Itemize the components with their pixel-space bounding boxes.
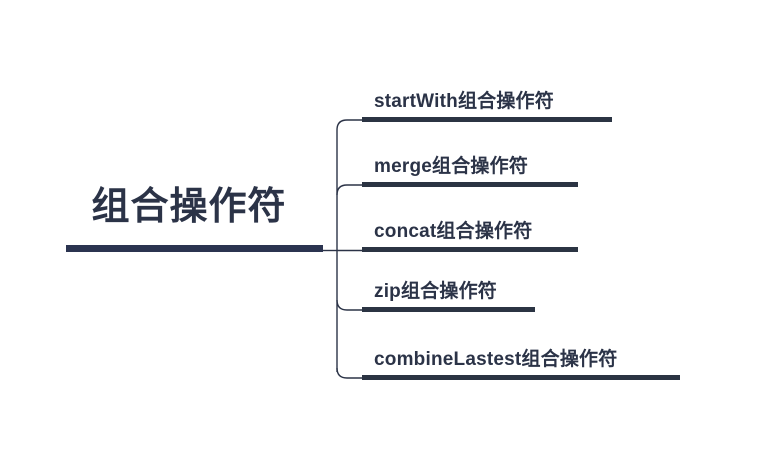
root-node[interactable]: 组合操作符 [60, 182, 330, 254]
branch-node-combinelastest[interactable]: combineLastest组合操作符 [362, 334, 680, 380]
connector-branch-0 [336, 119, 362, 131]
branch-underline-zip [362, 307, 535, 312]
connector-branch-4 [336, 367, 362, 379]
branch-underline-startwith [362, 117, 612, 122]
branch-label-startwith: startWith组合操作符 [374, 91, 554, 112]
branch-underline-concat [362, 247, 578, 252]
branch-node-merge[interactable]: merge组合操作符 [362, 141, 578, 187]
connector-branch-3 [336, 299, 362, 311]
branch-node-startwith[interactable]: startWith组合操作符 [362, 76, 612, 122]
connector-branch-1 [336, 184, 362, 196]
branch-underline-combinelastest [362, 375, 680, 380]
branch-node-concat[interactable]: concat组合操作符 [362, 206, 578, 252]
branch-label-merge: merge组合操作符 [374, 156, 529, 177]
root-node-underline [66, 245, 323, 252]
branch-underline-merge [362, 182, 578, 187]
branch-label-zip: zip组合操作符 [374, 281, 497, 302]
branch-label-concat: concat组合操作符 [374, 221, 533, 242]
branch-label-combinelastest: combineLastest组合操作符 [374, 349, 618, 370]
branch-node-zip[interactable]: zip组合操作符 [362, 266, 535, 312]
root-node-label: 组合操作符 [91, 186, 287, 228]
